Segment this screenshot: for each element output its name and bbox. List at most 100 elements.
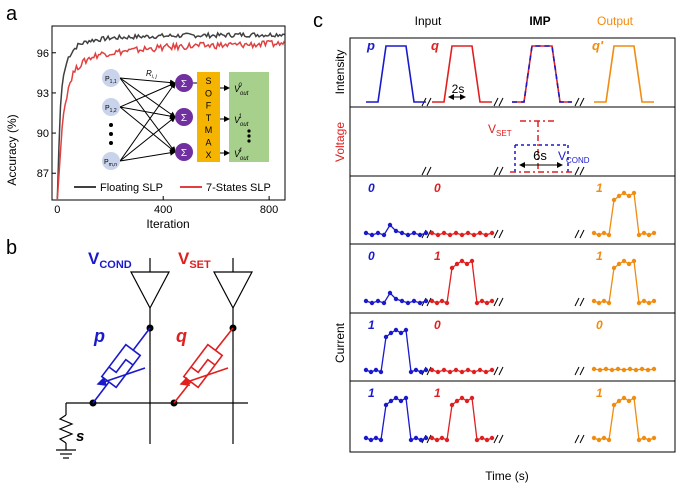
input-node-3	[102, 152, 120, 170]
current-sample-point	[606, 232, 612, 238]
current-sample-point	[378, 369, 384, 375]
input-node-2	[102, 98, 120, 116]
current-sample-point	[375, 230, 381, 236]
current-sample-point	[616, 261, 622, 267]
current-sample-point	[489, 435, 495, 441]
current-trace	[365, 328, 427, 373]
current-sample-point	[465, 367, 471, 373]
input-node-3-label: Pm,n	[104, 159, 117, 168]
softmax-letter: O	[205, 88, 212, 98]
current-sample-point	[596, 437, 602, 443]
input-node-2-label: P1,2	[105, 105, 117, 114]
weight-connection	[119, 149, 176, 162]
current-sample-point	[459, 232, 465, 238]
current-state-label: 1	[434, 249, 441, 263]
current-sample-point	[435, 369, 441, 375]
axis-break-mark	[574, 229, 585, 239]
panel-b-circuit: VCOND VSET p q	[56, 249, 253, 459]
current-sample-point	[459, 258, 465, 264]
softmax-block	[197, 72, 220, 162]
row-label-intensity: Intensity	[333, 50, 347, 95]
axis-break-mark	[493, 434, 504, 444]
current-sample-point	[636, 300, 642, 306]
current-sample-point	[368, 437, 374, 443]
current-sample-point	[639, 366, 645, 372]
panel-label-c: c	[313, 10, 323, 32]
current-trace	[431, 259, 493, 304]
current-sample-point	[484, 437, 490, 443]
current-sample-point	[596, 232, 602, 238]
current-sample-point	[423, 230, 429, 236]
x-tick-label: 800	[260, 204, 278, 216]
current-sample-point	[621, 367, 627, 373]
row-label-current: Current	[333, 322, 347, 363]
current-sample-point	[441, 367, 447, 373]
current-trace	[593, 191, 655, 236]
current-sample-point	[591, 366, 597, 372]
current-sample-point	[646, 437, 652, 443]
memristor-p-arrow	[96, 367, 146, 386]
current-sample-point	[621, 395, 627, 401]
current-sample-point	[651, 366, 657, 372]
current-state-label: 1	[596, 386, 603, 400]
current-sample-point	[363, 435, 369, 441]
current-sample-point	[398, 398, 404, 404]
current-sample-point	[387, 290, 393, 296]
current-sample-point	[441, 230, 447, 236]
current-sample-point	[479, 435, 485, 441]
current-sample-point	[434, 300, 440, 306]
current-sample-point	[449, 265, 455, 271]
current-sample-point	[459, 369, 465, 375]
sum-symbol-1: Σ	[181, 79, 187, 90]
current-sample-point	[393, 327, 399, 333]
series-line-7states	[56, 39, 286, 201]
y-tick-label: 90	[37, 128, 49, 140]
current-sample-point	[413, 367, 419, 373]
current-sample-point	[631, 258, 637, 264]
current-sample-point	[479, 298, 485, 304]
current-sample-point	[373, 367, 379, 373]
current-sample-point	[375, 298, 381, 304]
current-sample-point	[368, 369, 374, 375]
axis-break-mark	[574, 97, 585, 107]
current-sample-point	[471, 232, 477, 238]
current-sample-point	[393, 395, 399, 401]
sum-node-1	[175, 74, 193, 92]
current-sample-point	[373, 435, 379, 441]
current-sample-point	[596, 300, 602, 306]
buffer-left	[130, 271, 170, 310]
current-sample-point	[651, 435, 657, 441]
current-sample-point	[381, 232, 387, 238]
memristor-p	[100, 343, 142, 389]
current-sample-point	[439, 435, 445, 441]
panel-label-b: b	[6, 237, 17, 259]
vcond-label: VCOND	[88, 249, 132, 271]
current-sample-point	[453, 367, 459, 373]
current-sample-point	[465, 230, 471, 236]
two-s-label: 2s	[452, 82, 465, 96]
current-sample-point	[609, 367, 615, 373]
current-sample-point	[403, 395, 409, 401]
intensity-pulse-imp-blue	[512, 45, 572, 103]
current-sample-point	[387, 222, 393, 228]
q-label: q	[176, 326, 187, 346]
current-sample-point	[483, 369, 489, 375]
current-sample-point	[381, 300, 387, 306]
current-sample-point	[429, 435, 435, 441]
current-sample-point	[611, 265, 617, 271]
intensity-pulse-q	[432, 45, 492, 103]
current-sample-point	[388, 330, 394, 336]
vset-label: VSET	[178, 249, 211, 271]
weight-connection	[119, 106, 176, 153]
current-sample-point	[439, 298, 445, 304]
current-sample-point	[417, 232, 423, 238]
current-sample-point	[477, 367, 483, 373]
row-label-voltage: Voltage	[333, 122, 347, 162]
panel-label-a: a	[6, 3, 18, 25]
current-sample-point	[645, 367, 651, 373]
current-sample-point	[411, 230, 417, 236]
y-axis-label: Accuracy (%)	[5, 114, 19, 185]
